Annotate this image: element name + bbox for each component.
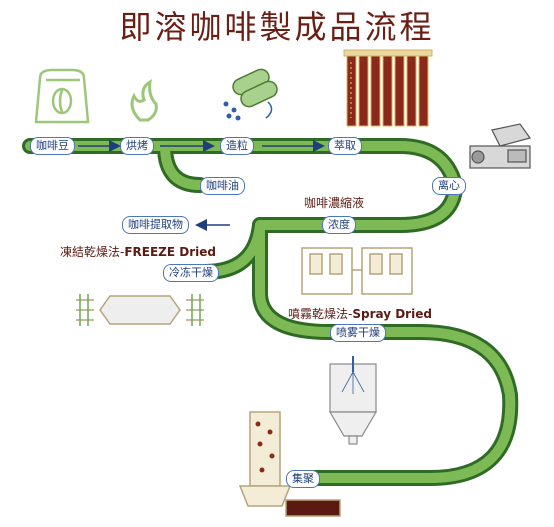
collector-icon bbox=[238, 411, 341, 517]
centrifuge-icon bbox=[469, 123, 531, 169]
evaporator-icon bbox=[301, 247, 413, 295]
step-granulating: 造粒 bbox=[220, 137, 254, 155]
freeze-method-cn: 凍結乾燥法- bbox=[60, 245, 125, 259]
concentrate-label: 咖啡濃縮液 bbox=[304, 196, 365, 210]
step-roasting: 烘烤 bbox=[120, 137, 154, 155]
freeze-method-label: 凍結乾燥法-FREEZE Dried bbox=[60, 243, 216, 260]
spray-dryer-icon bbox=[328, 356, 378, 445]
step-coffee-oil: 咖啡油 bbox=[200, 177, 245, 195]
step-concentration: 浓度 bbox=[322, 216, 356, 234]
spray-method-en: Spray Dried bbox=[352, 307, 432, 321]
step-collection: 集聚 bbox=[286, 470, 320, 488]
granulator-icon bbox=[223, 68, 278, 121]
flame-icon bbox=[130, 79, 158, 122]
flow-arrows bbox=[78, 140, 325, 231]
spray-method-cn: 噴霧乾燥法- bbox=[288, 307, 353, 321]
step-spray-drying: 喷雾干燥 bbox=[330, 324, 386, 342]
spray-method-label: 噴霧乾燥法-Spray Dried bbox=[288, 305, 432, 322]
page-title: 即溶咖啡製成品流程 bbox=[119, 8, 435, 46]
process-pipe bbox=[22, 138, 519, 486]
step-extraction: 萃取 bbox=[328, 137, 362, 155]
step-coffee-bean: 咖啡豆 bbox=[30, 137, 75, 155]
step-coffee-extract: 咖啡提取物 bbox=[122, 216, 189, 234]
step-freeze-drying: 冷冻干燥 bbox=[163, 264, 219, 282]
extraction-columns-icon bbox=[343, 49, 433, 127]
freeze-dryer-icon bbox=[76, 294, 204, 326]
step-centrifuge: 离心 bbox=[432, 177, 466, 195]
coffee-bag-icon bbox=[34, 68, 90, 124]
freeze-method-en: FREEZE Dried bbox=[124, 245, 216, 259]
